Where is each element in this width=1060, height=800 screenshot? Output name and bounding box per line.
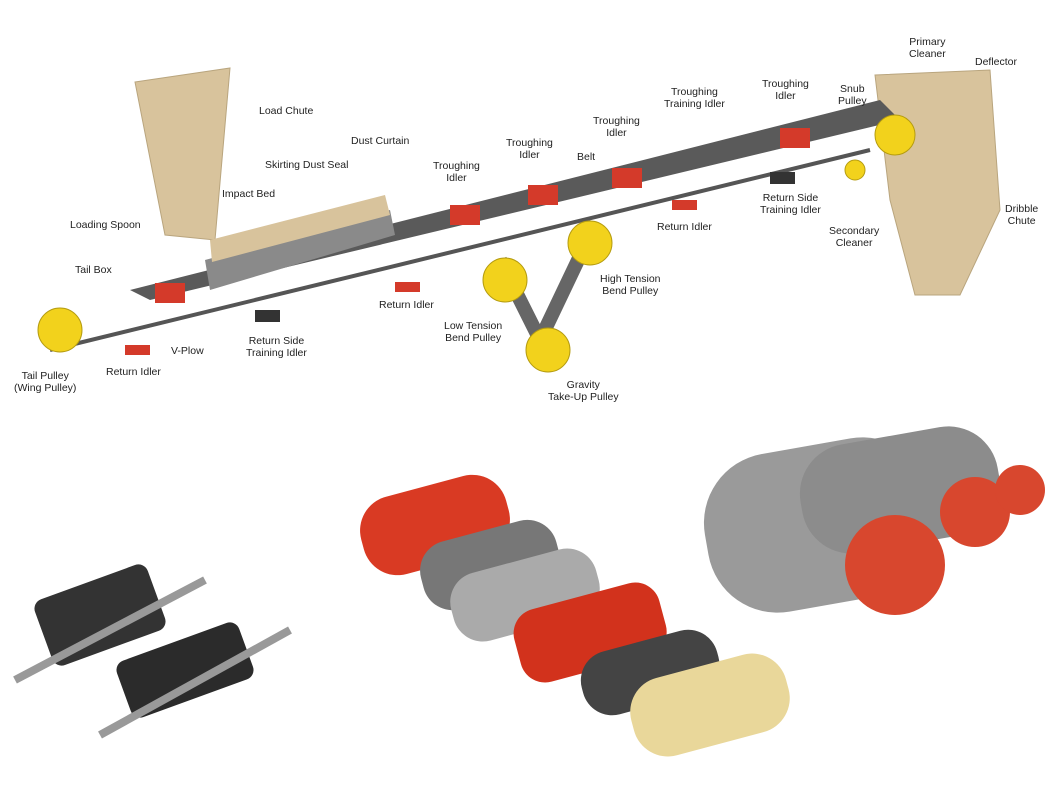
label-dust-curtain: Dust Curtain bbox=[351, 135, 410, 147]
label-line: Take-Up Pulley bbox=[548, 391, 619, 403]
label-return-idler: Return Idler bbox=[379, 299, 434, 311]
label-line: Training Idler bbox=[760, 204, 821, 216]
label-line: Return Side bbox=[248, 335, 305, 347]
label-line: Troughing bbox=[593, 115, 640, 127]
idler bbox=[770, 172, 795, 184]
label-line: Troughing bbox=[506, 137, 553, 149]
high-tension-bend-pulley bbox=[567, 220, 613, 266]
label-line: Dribble bbox=[1005, 203, 1039, 215]
label-line: Bend Pulley bbox=[445, 332, 502, 344]
label-return-idler: Return Idler bbox=[657, 221, 712, 233]
label-skirting-dust-seal: Skirting Dust Seal bbox=[265, 159, 349, 171]
label-line: Training Idler bbox=[664, 98, 725, 110]
label-line: Return Side bbox=[762, 192, 819, 204]
label-line: Cleaner bbox=[909, 48, 946, 60]
idler bbox=[395, 282, 420, 292]
label-line: Primary bbox=[909, 36, 946, 48]
idler bbox=[125, 345, 150, 355]
label-line: Cleaner bbox=[835, 237, 873, 249]
idler bbox=[450, 205, 480, 225]
label-line: Troughing bbox=[670, 86, 718, 98]
label-line: Bend Pulley bbox=[602, 285, 659, 297]
idler bbox=[155, 283, 185, 303]
pulley-photo-middle bbox=[360, 474, 790, 757]
label-tail-pulley: Tail Pulley(Wing Pulley) bbox=[14, 370, 76, 394]
snub-pulley bbox=[844, 159, 866, 181]
idler bbox=[255, 310, 280, 322]
dribble-chute bbox=[874, 69, 1001, 296]
label-line: Secondary bbox=[829, 225, 880, 237]
label-load-chute: Load Chute bbox=[259, 105, 314, 117]
idler bbox=[780, 128, 810, 148]
pulley-photo-right bbox=[703, 426, 1045, 615]
label-line: Idler bbox=[606, 127, 627, 139]
load-chute bbox=[134, 67, 231, 241]
head-pulley bbox=[874, 114, 916, 156]
label-line: Chute bbox=[1007, 215, 1036, 227]
label-belt: Belt bbox=[577, 151, 596, 163]
belt-return bbox=[49, 148, 871, 352]
label-line: Idler bbox=[775, 90, 796, 102]
label-line: Training Idler bbox=[246, 347, 307, 359]
gravity-take-up-pulley bbox=[525, 327, 571, 373]
label-line: Gravity bbox=[566, 379, 600, 391]
idler bbox=[528, 185, 558, 205]
label-deflector: Deflector bbox=[975, 56, 1018, 68]
label-line: Idler bbox=[446, 172, 467, 184]
pulley-photo-left bbox=[13, 564, 292, 739]
skirting bbox=[210, 195, 390, 262]
label-v-plow: V-Plow bbox=[171, 345, 204, 357]
label-line: Snub bbox=[840, 83, 865, 95]
idler bbox=[612, 168, 642, 188]
label-return-idler: Return Idler bbox=[106, 366, 161, 378]
low-tension-bend-pulley bbox=[482, 257, 528, 303]
label-line: Tail Pulley bbox=[21, 370, 69, 382]
label-tail-box: Tail Box bbox=[75, 264, 112, 276]
label-line: High Tension bbox=[600, 273, 661, 285]
label-line: Low Tension bbox=[444, 320, 503, 332]
label-loading-spoon: Loading Spoon bbox=[70, 219, 141, 231]
tail-pulley bbox=[37, 307, 83, 353]
label-line: (Wing Pulley) bbox=[14, 382, 77, 394]
label-line: Idler bbox=[519, 149, 540, 161]
idler bbox=[672, 200, 697, 210]
label-line: Troughing bbox=[433, 160, 480, 172]
label-impact-bed: Impact Bed bbox=[222, 188, 276, 200]
impact-bed bbox=[205, 210, 395, 290]
label-line: Troughing bbox=[762, 78, 809, 90]
label-line: Pulley bbox=[838, 95, 867, 107]
